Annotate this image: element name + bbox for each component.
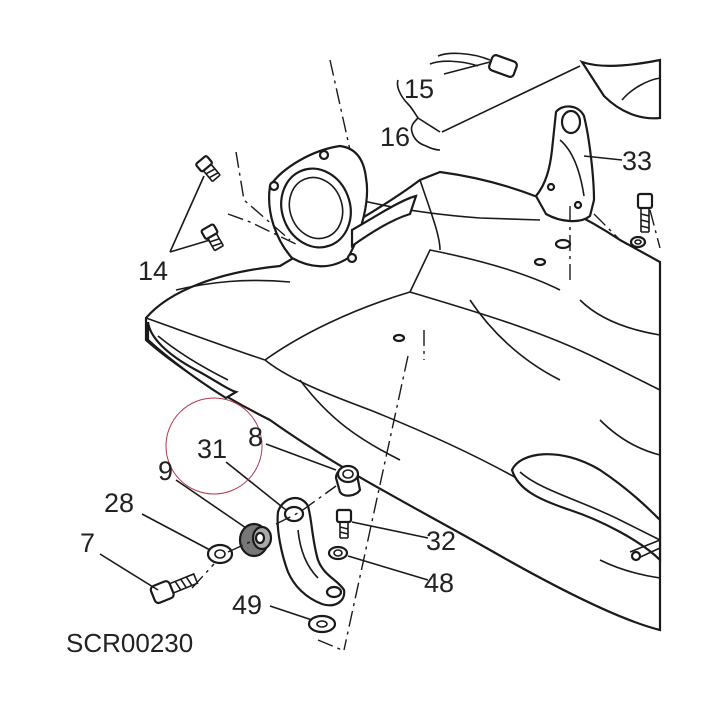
callout-9: 9: [158, 456, 173, 486]
callout-8: 8: [248, 422, 263, 452]
callout-33: 33: [622, 146, 652, 176]
callout-31: 31: [197, 434, 227, 464]
callout-15: 15: [404, 74, 434, 104]
right-bolt: [629, 192, 654, 249]
callout-labels: 15 16 33 14 8 31 9 28 7 32 48 49 SCR0023…: [66, 74, 652, 658]
drawing-code: SCR00230: [66, 628, 193, 658]
part-15-fastener: [429, 52, 518, 78]
callout-28: 28: [104, 488, 134, 518]
leader-lines: [99, 61, 623, 621]
swingarm-body: [144, 58, 662, 632]
callout-14: 14: [138, 256, 168, 286]
callout-49: 49: [232, 590, 262, 620]
part-14-screws: [195, 155, 225, 252]
part-33-bracket: [534, 105, 596, 223]
highlight-circle: [165, 397, 263, 495]
callout-32: 32: [426, 526, 456, 556]
assembly-axis-lines: [191, 59, 661, 651]
lower-linkage: [149, 464, 362, 634]
callout-7: 7: [80, 528, 95, 558]
callout-16: 16: [380, 122, 410, 152]
callout-48: 48: [424, 568, 454, 598]
exhaust-flange: [268, 144, 418, 268]
